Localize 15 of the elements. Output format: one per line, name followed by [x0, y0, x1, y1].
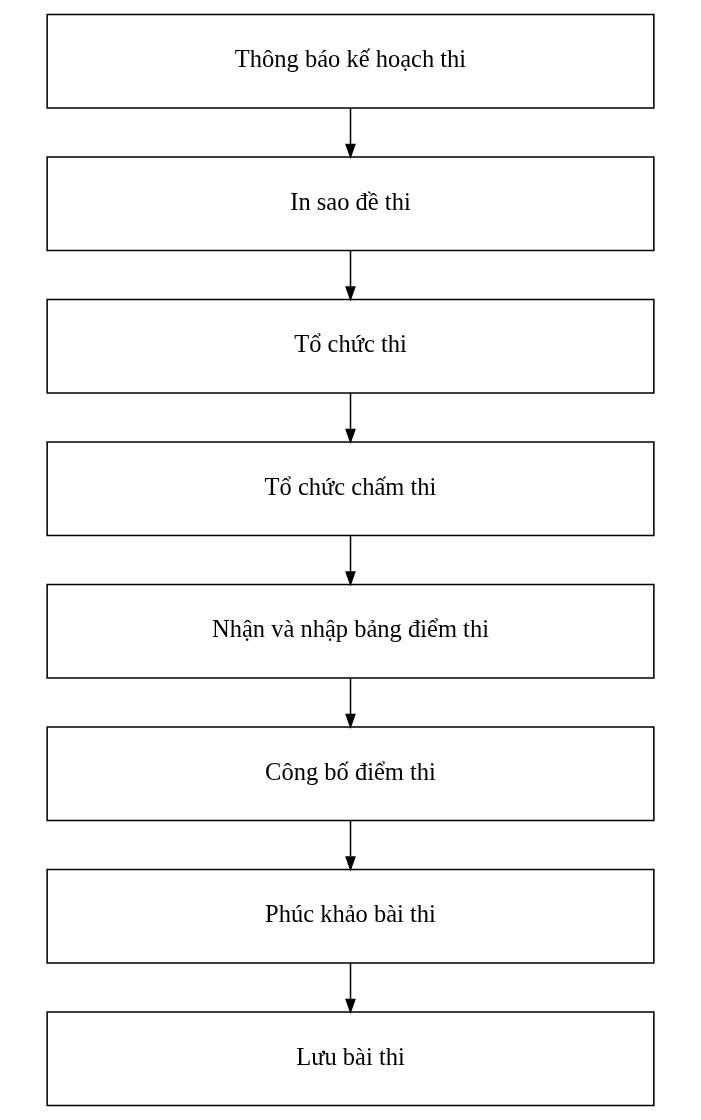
node-box: Lưu bài thi — [46, 1011, 655, 1107]
node-box: Công bố điểm thi — [46, 726, 655, 822]
arrow — [345, 107, 356, 160]
node-box: In sao đề thi — [46, 156, 655, 252]
arrow — [345, 392, 356, 444]
arrow — [345, 819, 356, 872]
arrow — [345, 962, 356, 1014]
node-box: Tổ chức chấm thi — [46, 441, 655, 537]
node-box: Tổ chức thi — [46, 298, 655, 394]
node-box: Phúc khảo bài thi — [46, 868, 655, 964]
node-box: Nhận và nhập bảng điểm thi — [46, 583, 655, 679]
node-box: Thông báo kế hoạch thi — [46, 13, 655, 109]
arrow — [345, 534, 356, 587]
arrow — [345, 249, 356, 302]
arrow — [345, 677, 356, 729]
